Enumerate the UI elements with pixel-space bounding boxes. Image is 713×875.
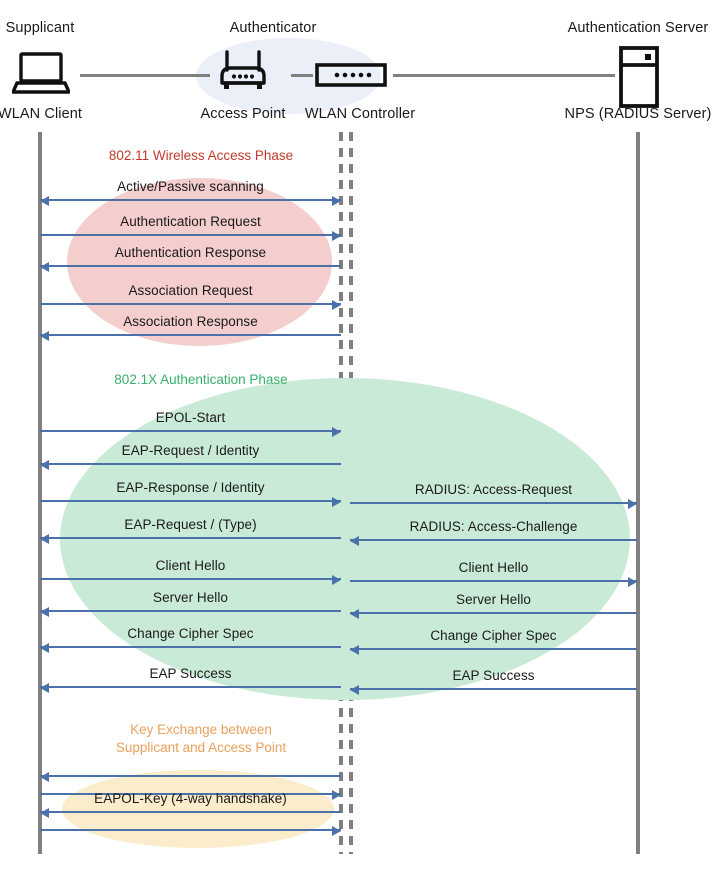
actor-name-wlan-controller: WLAN Controller [304, 106, 416, 122]
arrowhead-right [332, 789, 341, 800]
wireless-router-icon [215, 48, 271, 97]
arrowhead-right [332, 496, 341, 507]
arrowhead-left [40, 533, 49, 544]
phase-blob-key-exchange [62, 770, 334, 848]
message-line [40, 303, 341, 305]
message-line [40, 537, 341, 539]
message-label: Client Hello [155, 558, 226, 573]
arrowhead-left [40, 459, 49, 470]
message-label: Authentication Response [114, 245, 267, 260]
arrowhead-left [40, 642, 49, 653]
message-line [40, 234, 341, 236]
message-label: EAP-Response / Identity [116, 480, 265, 495]
arrowhead-right [332, 426, 341, 437]
message-line [350, 612, 637, 614]
actor-role-supplicant: Supplicant [5, 20, 75, 36]
message-label: Active/Passive scanning [117, 179, 264, 194]
arrowhead-right [332, 195, 341, 206]
message-line [40, 610, 341, 612]
arrowhead-right [332, 299, 341, 310]
message-label: EPOL-Start [155, 410, 226, 425]
message-line [40, 463, 341, 465]
server-rack-icon [618, 46, 660, 113]
link-ap-to-controller [291, 74, 313, 77]
message-label: Client Hello [458, 560, 529, 575]
actor-name-wlan-client: WLAN Client [0, 106, 83, 122]
message-label: EAP Success [149, 666, 232, 681]
phase-caption-key-exchange: Key Exchange between Supplicant and Acce… [115, 722, 287, 755]
arrowhead-left [350, 608, 359, 619]
message-label: EAP-Request / (Type) [124, 517, 257, 532]
message-line [40, 811, 341, 813]
message-line [40, 793, 341, 795]
arrowhead-right [332, 230, 341, 241]
phase-caption-dot1x-auth: 802.1X Authentication Phase [114, 372, 288, 387]
arrowhead-left [350, 644, 359, 655]
message-line [40, 686, 341, 688]
message-line [40, 199, 341, 201]
message-line [350, 648, 637, 650]
message-line [40, 430, 341, 432]
message-line [350, 688, 637, 690]
message-label: Server Hello [153, 590, 228, 605]
arrowhead-right [628, 576, 637, 587]
message-label: Association Response [123, 314, 258, 329]
arrowhead-right [628, 498, 637, 509]
message-label: EAP Success [452, 668, 535, 683]
message-line [350, 539, 637, 541]
link-controller-to-server [393, 74, 615, 77]
message-label: Association Request [128, 283, 253, 298]
message-line [40, 500, 341, 502]
network-switch-icon [315, 62, 387, 93]
arrowhead-left [40, 682, 49, 693]
message-line [40, 646, 341, 648]
message-label: EAP-Request / Identity [121, 443, 260, 458]
phase-blob-wireless-access [67, 178, 332, 346]
laptop-icon [11, 52, 71, 99]
message-line [40, 334, 341, 336]
arrowhead-right [332, 825, 341, 836]
phase-caption-wireless-access: 802.11 Wireless Access Phase [108, 148, 294, 163]
message-line [40, 775, 341, 777]
arrowhead-left [350, 684, 359, 695]
arrowhead-left [40, 606, 49, 617]
message-label: Change Cipher Spec [430, 628, 557, 643]
message-line [40, 829, 341, 831]
arrowhead-left [40, 195, 49, 206]
actor-role-authenticator: Authenticator [229, 20, 317, 36]
message-line [350, 580, 637, 582]
actor-name-access-point: Access Point [200, 106, 286, 122]
message-label: Authentication Request [120, 214, 261, 229]
message-line [350, 502, 637, 504]
message-label: RADIUS: Access-Request [414, 482, 573, 497]
arrowhead-left [40, 771, 49, 782]
arrowhead-left [40, 330, 49, 341]
message-label: Server Hello [456, 592, 531, 607]
actor-role-authentication-server: Authentication Server [567, 20, 709, 36]
arrowhead-left [350, 535, 359, 546]
link-client-to-ap [80, 74, 210, 77]
lifeline-supplicant [38, 132, 42, 854]
message-line [40, 578, 341, 580]
arrowhead-left [40, 807, 49, 818]
arrowhead-right [332, 574, 341, 585]
message-label: RADIUS: Access-Challenge [409, 519, 578, 534]
arrowhead-left [40, 261, 49, 272]
message-line [40, 265, 341, 267]
message-label: EAPOL-Key (4-way handshake) [94, 791, 287, 806]
actor-name-nps-radius-server: NPS (RADIUS Server) [564, 106, 712, 122]
lifeline-authentication-server [636, 132, 640, 854]
message-label: Change Cipher Spec [127, 626, 254, 641]
